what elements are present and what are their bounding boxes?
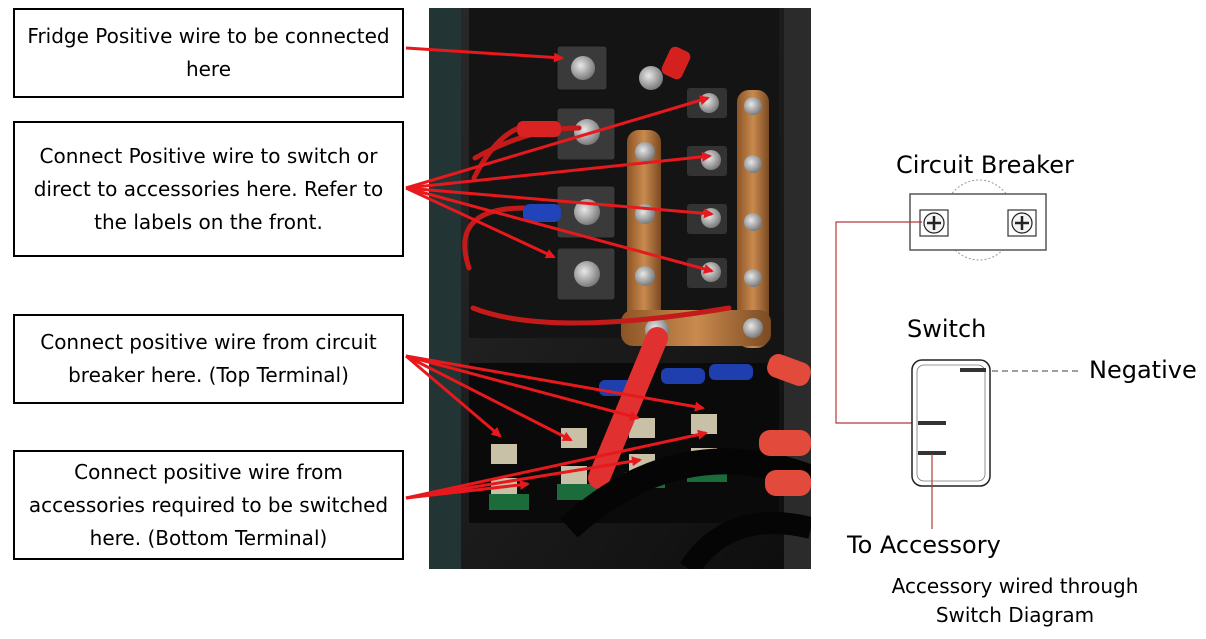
switch-wiring-diagram xyxy=(835,179,1082,529)
to-accessory-label: To Accessory xyxy=(847,531,1001,559)
callout-breaker-text: Connect positive wire from circuit break… xyxy=(40,330,377,387)
switch-label: Switch xyxy=(907,315,987,343)
negative-label: Negative xyxy=(1089,356,1197,384)
breaker-terminal-left-2 xyxy=(556,107,616,161)
screw-terminal-icon xyxy=(1007,209,1037,237)
callout-breaker-top-terminal: Connect positive wire from circuit break… xyxy=(13,314,404,404)
callout-switched-text: Connect positive wire from accessories r… xyxy=(28,459,389,550)
breaker-terminal-left-3 xyxy=(556,185,616,239)
callout-fridge-text: Fridge Positive wire to be connected her… xyxy=(27,24,390,81)
breaker-terminal-left-1 xyxy=(556,45,608,91)
callout-switched-bottom-terminal: Connect positive wire from accessories r… xyxy=(13,450,404,560)
callout-fridge-positive: Fridge Positive wire to be connected her… xyxy=(13,8,404,98)
diagram-caption: Accessory wired through Switch Diagram xyxy=(891,574,1139,627)
callout-accessories-positive: Connect Positive wire to switch or direc… xyxy=(13,121,404,257)
rocker-switch xyxy=(911,359,991,487)
wiring-panel-photo xyxy=(429,8,811,569)
fridge-terminal xyxy=(639,46,691,90)
circuit-breaker-label: Circuit Breaker xyxy=(896,151,1074,179)
breaker-terminal-left-4 xyxy=(556,247,616,301)
breaker-to-switch-wire xyxy=(835,221,922,424)
callout-accessories-text: Connect Positive wire to switch or direc… xyxy=(33,143,384,234)
circuit-breaker xyxy=(909,179,1047,261)
screw-terminal-icon xyxy=(919,209,949,237)
